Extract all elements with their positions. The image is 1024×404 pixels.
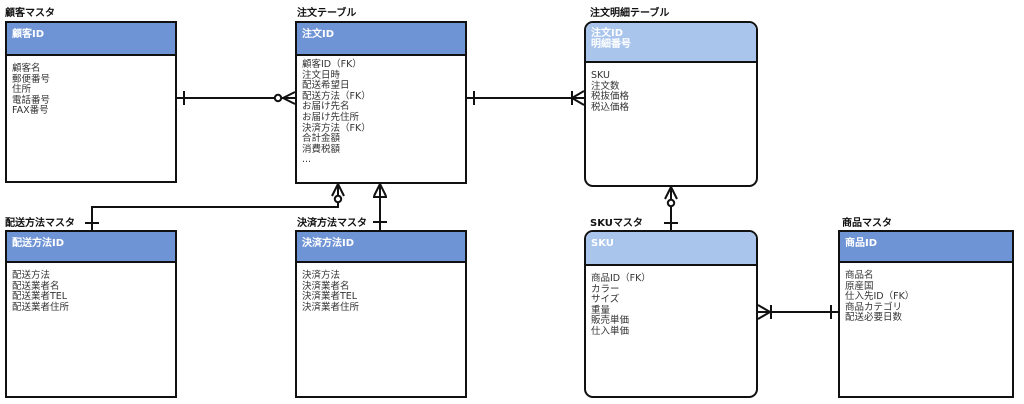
order-table-title: 注文テーブル [297,8,357,19]
sku-master-title: SKUマスタ [590,218,643,229]
order-detail-table-header: 注文ID 明細番号 [586,23,756,63]
entity-attribute: 販売単価 [591,315,630,327]
entity-attribute: 顧客名 [12,63,41,74]
payment-method-master-header: 決済方法ID [297,232,465,263]
crow-foot-mark [571,90,585,99]
entity-attribute: 郵便番号 [12,73,51,85]
order-table-attributes: 顧客ID（FK） 注文日時 配送希望日 配送方法（FK） お届け先名 お届け先住… [297,56,465,166]
order-detail-table-title: 注文明細テーブル [590,8,670,19]
payment-method-master-attributes: 決済方法 決済業者名 決済業者TEL 決済業者住所 [297,263,465,313]
entity-attribute: カラー [591,283,620,295]
entity-attribute: 決済方法 [302,270,341,281]
entity-attribute: 決済業者住所 [302,301,360,313]
crow-foot-mark [379,183,387,197]
entity-attribute: 配送業者名 [12,280,60,292]
delivery-method-master-header: 配送方法ID [7,232,175,263]
crow-foot-mark [757,311,771,320]
entity-attribute: 消費税額 [302,143,341,155]
entity-attribute: 配送業者TEL [12,291,68,303]
entity-attribute: 電話番号 [12,94,51,106]
entity-attribute: 商品カテゴリ [845,301,903,313]
payment-method-master-entity[interactable]: 決済方法ID 決済方法 決済業者名 決済業者TEL 決済業者住所 [295,230,467,398]
payment-method-master-title: 決済方法マスタ [297,218,367,229]
crow-foot-mark [282,97,296,105]
order-delivery-relationship [85,183,345,230]
entity-attribute: 決済業者名 [302,280,350,292]
crow-foot-mark [664,186,672,200]
product-master-attributes: 商品名 原産国 仕入先ID（FK） 商品カテゴリ 配送必要日数 [840,263,1012,324]
entity-attribute: 決済方法（FK） [302,122,371,134]
entity-attribute: 住所 [12,84,32,96]
order-payment-relationship [373,183,387,230]
entity-attribute: 重量 [591,304,611,316]
payment-method-id-pk: 決済方法ID [302,238,355,249]
entity-attribute: 商品ID（FK） [591,273,651,284]
product-master-entity[interactable]: 商品ID 商品名 原産国 仕入先ID（FK） 商品カテゴリ 配送必要日数 [838,230,1014,398]
entity-attribute: 配送方法 [12,270,51,281]
order-orderdetail-relationship [467,90,585,106]
customer-id-pk: 顧客ID [12,29,45,40]
entity-attribute: 顧客ID（FK） [302,59,362,70]
entity-attribute: 注文数 [591,80,620,92]
optional-circle [333,194,343,204]
entity-attribute: 決済業者TEL [302,291,358,303]
entity-attribute: 仕入単価 [591,325,630,337]
entity-attribute: 配送業者住所 [12,301,70,313]
entity-attribute: お届け先名 [302,101,350,113]
sku-master-header: SKU [586,232,756,266]
entity-attribute: サイズ [591,294,620,306]
entity-attribute: 商品名 [845,270,874,281]
entity-attribute: お届け先住所 [302,111,360,123]
customer-order-relationship [177,91,296,105]
crow-foot-mark [571,97,585,106]
orderdetail-sku-relationship [664,186,678,230]
sku-pk: SKU [591,238,614,249]
customer-master-header: 顧客ID [7,23,175,56]
customer-master-attributes: 顧客名 郵便番号 住所 電話番号 FAX番号 [7,56,175,117]
entity-attribute: 配送方法（FK） [302,90,371,102]
entity-attribute: 合計金額 [302,133,341,145]
delivery-method-master-entity[interactable]: 配送方法ID 配送方法 配送業者名 配送業者TEL 配送業者住所 [5,230,177,398]
entity-attribute: 注文日時 [302,69,341,81]
customer-master-title: 顧客マスタ [5,8,55,19]
entity-attribute: SKU [591,70,610,81]
sku-master-entity[interactable]: SKU 商品ID（FK） カラー サイズ 重量 販売単価 仕入単価 [584,230,758,398]
order-detail-table-attributes: SKU 注文数 税抜価格 税込価格 [586,63,756,113]
delivery-method-master-attributes: 配送方法 配送業者名 配送業者TEL 配送業者住所 [7,263,175,313]
product-master-header: 商品ID [840,232,1012,263]
entity-attribute: FAX番号 [12,105,49,117]
entity-attribute: 配送希望日 [302,80,350,92]
crow-foot-mark [757,304,771,313]
delivery-method-id-pk: 配送方法ID [12,238,65,249]
entity-attribute: ... [302,154,312,166]
sku-product-relationship [757,304,838,320]
crow-foot-mark [373,183,381,197]
entity-attribute: 税込価格 [591,101,630,113]
entity-attribute: 税抜価格 [591,91,630,103]
crow-foot-mark [670,186,678,200]
crow-foot-mark [282,91,296,99]
delivery-method-master-title: 配送方法マスタ [5,218,75,229]
order-detail-table-entity[interactable]: 注文ID 明細番号 SKU 注文数 税抜価格 税込価格 [584,21,758,187]
entity-attribute: 配送必要日数 [845,312,903,324]
product-master-title: 商品マスタ [842,218,892,229]
optional-circle [273,93,283,103]
entity-attribute: 原産国 [845,280,874,292]
entity-attribute: 仕入先ID（FK） [845,291,915,303]
customer-master-entity[interactable]: 顧客ID 顧客名 郵便番号 住所 電話番号 FAX番号 [5,21,177,183]
order-table-entity[interactable]: 注文ID 顧客ID（FK） 注文日時 配送希望日 配送方法（FK） お届け先名 … [295,21,467,184]
crow-foot-mark [331,183,339,197]
optional-circle [666,198,676,208]
detail-number-pk: 明細番号 [591,39,631,50]
order-id-pk: 注文ID [591,28,624,39]
product-id-pk: 商品ID [845,238,878,249]
sku-master-attributes: 商品ID（FK） カラー サイズ 重量 販売単価 仕入単価 [586,266,756,338]
order-table-header: 注文ID [297,23,465,56]
crow-foot-mark [337,183,345,197]
order-id-pk: 注文ID [302,29,335,40]
